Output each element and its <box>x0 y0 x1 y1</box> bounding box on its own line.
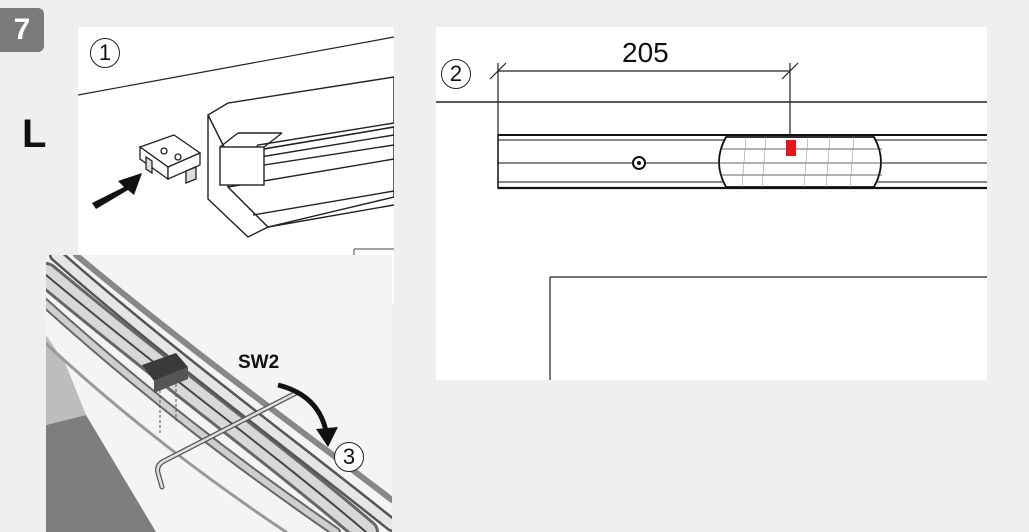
hex-key-icon <box>155 379 299 490</box>
panel-2-dimension-view: 205 2 <box>436 27 987 380</box>
wrench-size-label: SW2 <box>238 352 280 373</box>
rail-perspective <box>46 255 392 532</box>
step-number-badge: 7 <box>0 8 44 52</box>
callout-2: 2 <box>441 59 471 89</box>
rotate-arrow-icon <box>277 382 338 447</box>
carriage-capsule <box>716 136 884 188</box>
panel-3-drawing <box>46 255 392 532</box>
dimension-label: 205 <box>622 37 669 68</box>
callout-3: 3 <box>334 442 364 472</box>
screw-icon <box>632 156 646 170</box>
side-label: L <box>22 112 47 156</box>
position-marker <box>786 140 796 156</box>
bracket-icon <box>138 134 202 184</box>
bracket-in-rail <box>142 353 188 393</box>
ceiling-edge-line <box>78 36 394 96</box>
panel-1-drawing <box>78 36 394 304</box>
arrow-icon <box>92 173 142 209</box>
panel-2-drawing <box>436 62 987 380</box>
callout-1: 1 <box>90 38 120 68</box>
panel-3-tightening: SW2 3 <box>46 255 392 532</box>
wall-outline <box>549 276 987 380</box>
rail-profile-icon <box>207 76 394 238</box>
